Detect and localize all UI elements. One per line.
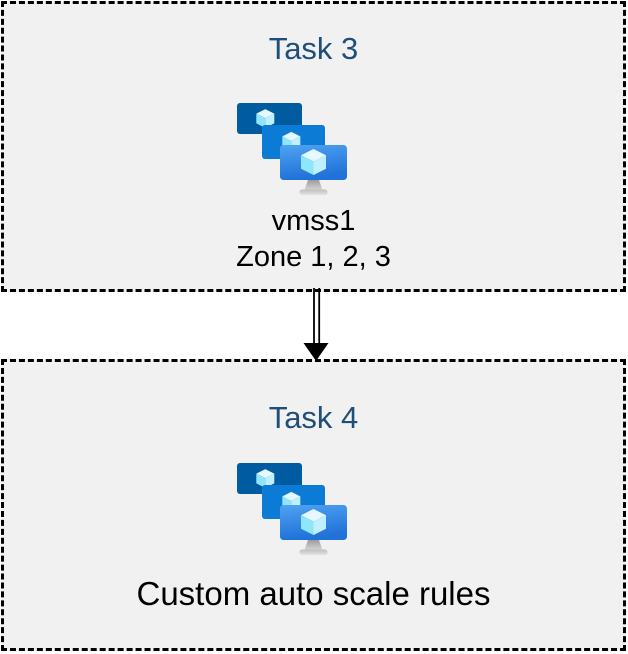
- task4-title: Task 4: [268, 400, 359, 435]
- autoscale-rules-label: Custom auto scale rules: [136, 575, 491, 612]
- zones-label: Zone 1, 2, 3: [236, 241, 391, 273]
- vm-scale-sets-icon: [237, 463, 347, 555]
- vm-scale-sets-icon: [237, 103, 347, 195]
- task3-title: Task 3: [268, 31, 359, 66]
- vmss-name-label: vmss1: [271, 205, 356, 237]
- task4-caption: Custom auto scale rules: [4, 574, 623, 614]
- task4-box: Task 4 Custom auto scale rules: [1, 359, 626, 651]
- arrow-down-connector: [303, 288, 329, 361]
